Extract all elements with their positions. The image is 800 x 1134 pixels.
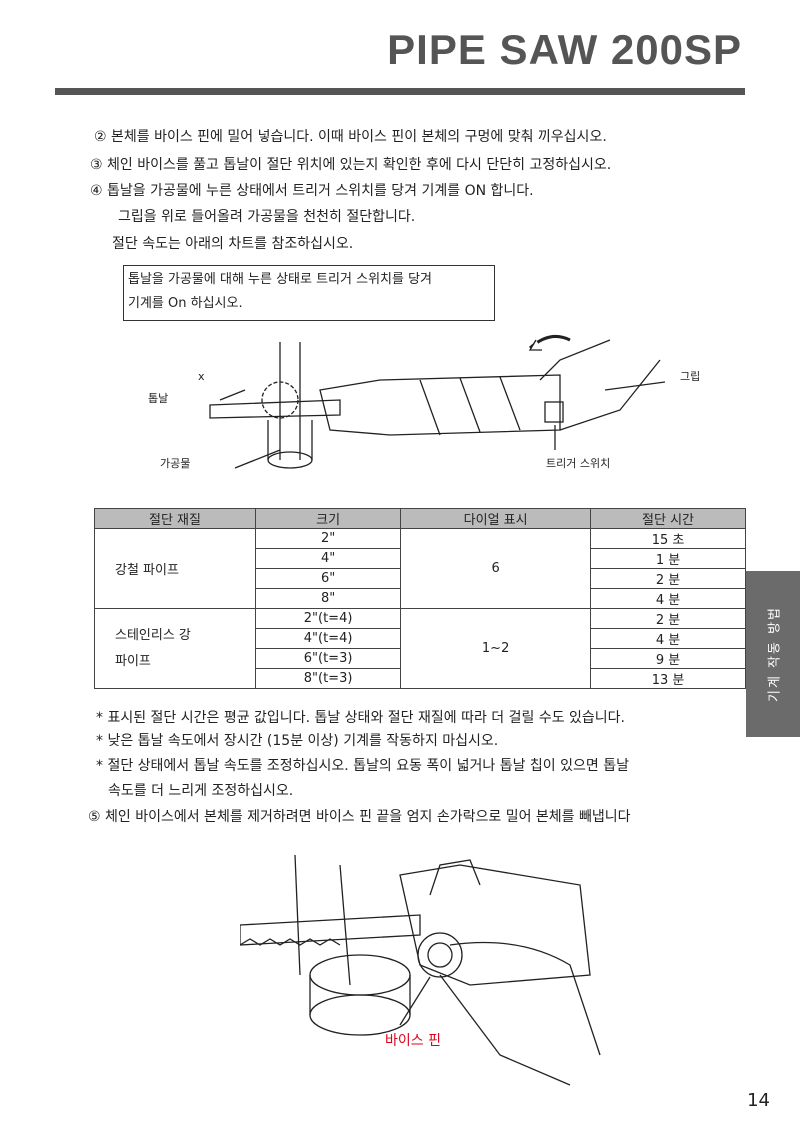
material-line1: 스테인리스 강	[115, 627, 191, 643]
header-size: 크기	[254, 508, 402, 529]
label-grip: 그립	[680, 370, 701, 383]
side-tab-label: 기계 작동 방법	[767, 605, 783, 703]
step-3: ③ 체인 바이스를 풀고 톱날이 절단 위치에 있는지 확인한 후에 다시 단단…	[90, 157, 612, 173]
note-3: * 절단 상태에서 톱날 속도를 조정하십시오. 톱날의 요동 폭이 넓거나 톱…	[96, 758, 629, 774]
step-5: ⑤ 체인 바이스에서 본체를 제거하려면 바이스 핀 끝을 엄지 손가락으로 밀…	[88, 809, 631, 825]
header-dial: 다이얼 표시	[400, 508, 592, 529]
size-cell: 2"	[254, 528, 402, 549]
page-number: 14	[747, 1090, 770, 1111]
callout-line1: 톱날을 가공물에 대해 누른 상태로 트리거 스위치를 당겨	[128, 272, 433, 287]
table-row: 8"(t=3) 13 분	[95, 668, 746, 689]
step-4-cont: 그립을 위로 들어올려 가공물을 천천히 절단합니다.	[118, 209, 416, 225]
label-trigger-switch: 트리거 스위치	[546, 457, 611, 470]
label-workpiece: 가공물	[160, 457, 191, 470]
note-2: * 낮은 톱날 속도에서 장시간 (15분 이상) 기계를 작동하지 마십시오.	[96, 733, 499, 749]
step-2: ② 본체를 바이스 핀에 밀어 넣습니다. 이때 바이스 핀이 본체의 구멍에 …	[94, 129, 607, 145]
table-row: 4" 1 분	[95, 548, 746, 569]
title-rule	[55, 88, 745, 95]
note-1: * 표시된 절단 시간은 평균 값입니다. 톱날 상태와 절단 재질에 따라 더…	[96, 710, 626, 726]
size-cell: 8"	[254, 588, 402, 609]
note-3-cont: 속도를 더 느리게 조정하십시오.	[108, 783, 294, 799]
label-vise-pin: 바이스 핀	[385, 1033, 441, 1049]
step-4: ④ 톱날을 가공물에 누른 상태에서 트리거 스위치를 당겨 기계를 ON 합니…	[90, 183, 534, 199]
time-cell: 15 초	[590, 528, 746, 549]
table-row: 강철 파이프 2" 6 15 초	[94, 528, 746, 609]
vise-pin-illustration	[240, 855, 601, 1086]
size-cell: 6"	[254, 568, 402, 589]
size-cell: 8"(t=3)	[254, 668, 402, 689]
time-cell: 1 분	[590, 548, 746, 569]
section-side-tab: 기계 작동 방법	[746, 571, 800, 737]
size-cell: 4"(t=4)	[254, 628, 402, 649]
header-time: 절단 시간	[590, 508, 746, 529]
page-title: PIPE SAW 200SP	[387, 26, 742, 73]
time-cell: 4 분	[590, 588, 746, 609]
time-cell: 9 분	[590, 648, 746, 669]
dial-cell: 6	[400, 528, 592, 609]
time-cell: 13 분	[590, 668, 746, 689]
dial-cell: 1~2	[400, 608, 592, 689]
time-cell: 4 분	[590, 628, 746, 649]
callout-line2: 기계를 On 하십시오.	[128, 296, 243, 311]
size-cell: 2"(t=4)	[254, 608, 402, 629]
header-material: 절단 재질	[94, 508, 256, 529]
cutting-time-table: 절단 재질 크기 다이얼 표시 절단 시간 강철 파이프 2" 6 15 초 4…	[94, 508, 746, 689]
label-blade: 톱날	[148, 392, 169, 405]
material-line2: 파이프	[115, 653, 151, 669]
callout-box: 톱날을 가공물에 대해 누른 상태로 트리거 스위치를 당겨 기계를 On 하십…	[123, 265, 495, 321]
size-cell: 4"	[254, 548, 402, 569]
label-x: x	[198, 370, 205, 383]
table-header-row: 절단 재질 크기 다이얼 표시 절단 시간	[94, 508, 746, 529]
time-cell: 2 분	[590, 568, 746, 589]
saw-cutting-illustration	[209, 334, 666, 469]
table-row: 4"(t=4) 4 분	[95, 628, 746, 649]
material-cell: 강철 파이프	[94, 528, 256, 609]
step-4-chart-ref: 절단 속도는 아래의 차트를 참조하십시오.	[112, 236, 354, 252]
size-cell: 6"(t=3)	[254, 648, 402, 669]
time-cell: 2 분	[590, 608, 746, 629]
